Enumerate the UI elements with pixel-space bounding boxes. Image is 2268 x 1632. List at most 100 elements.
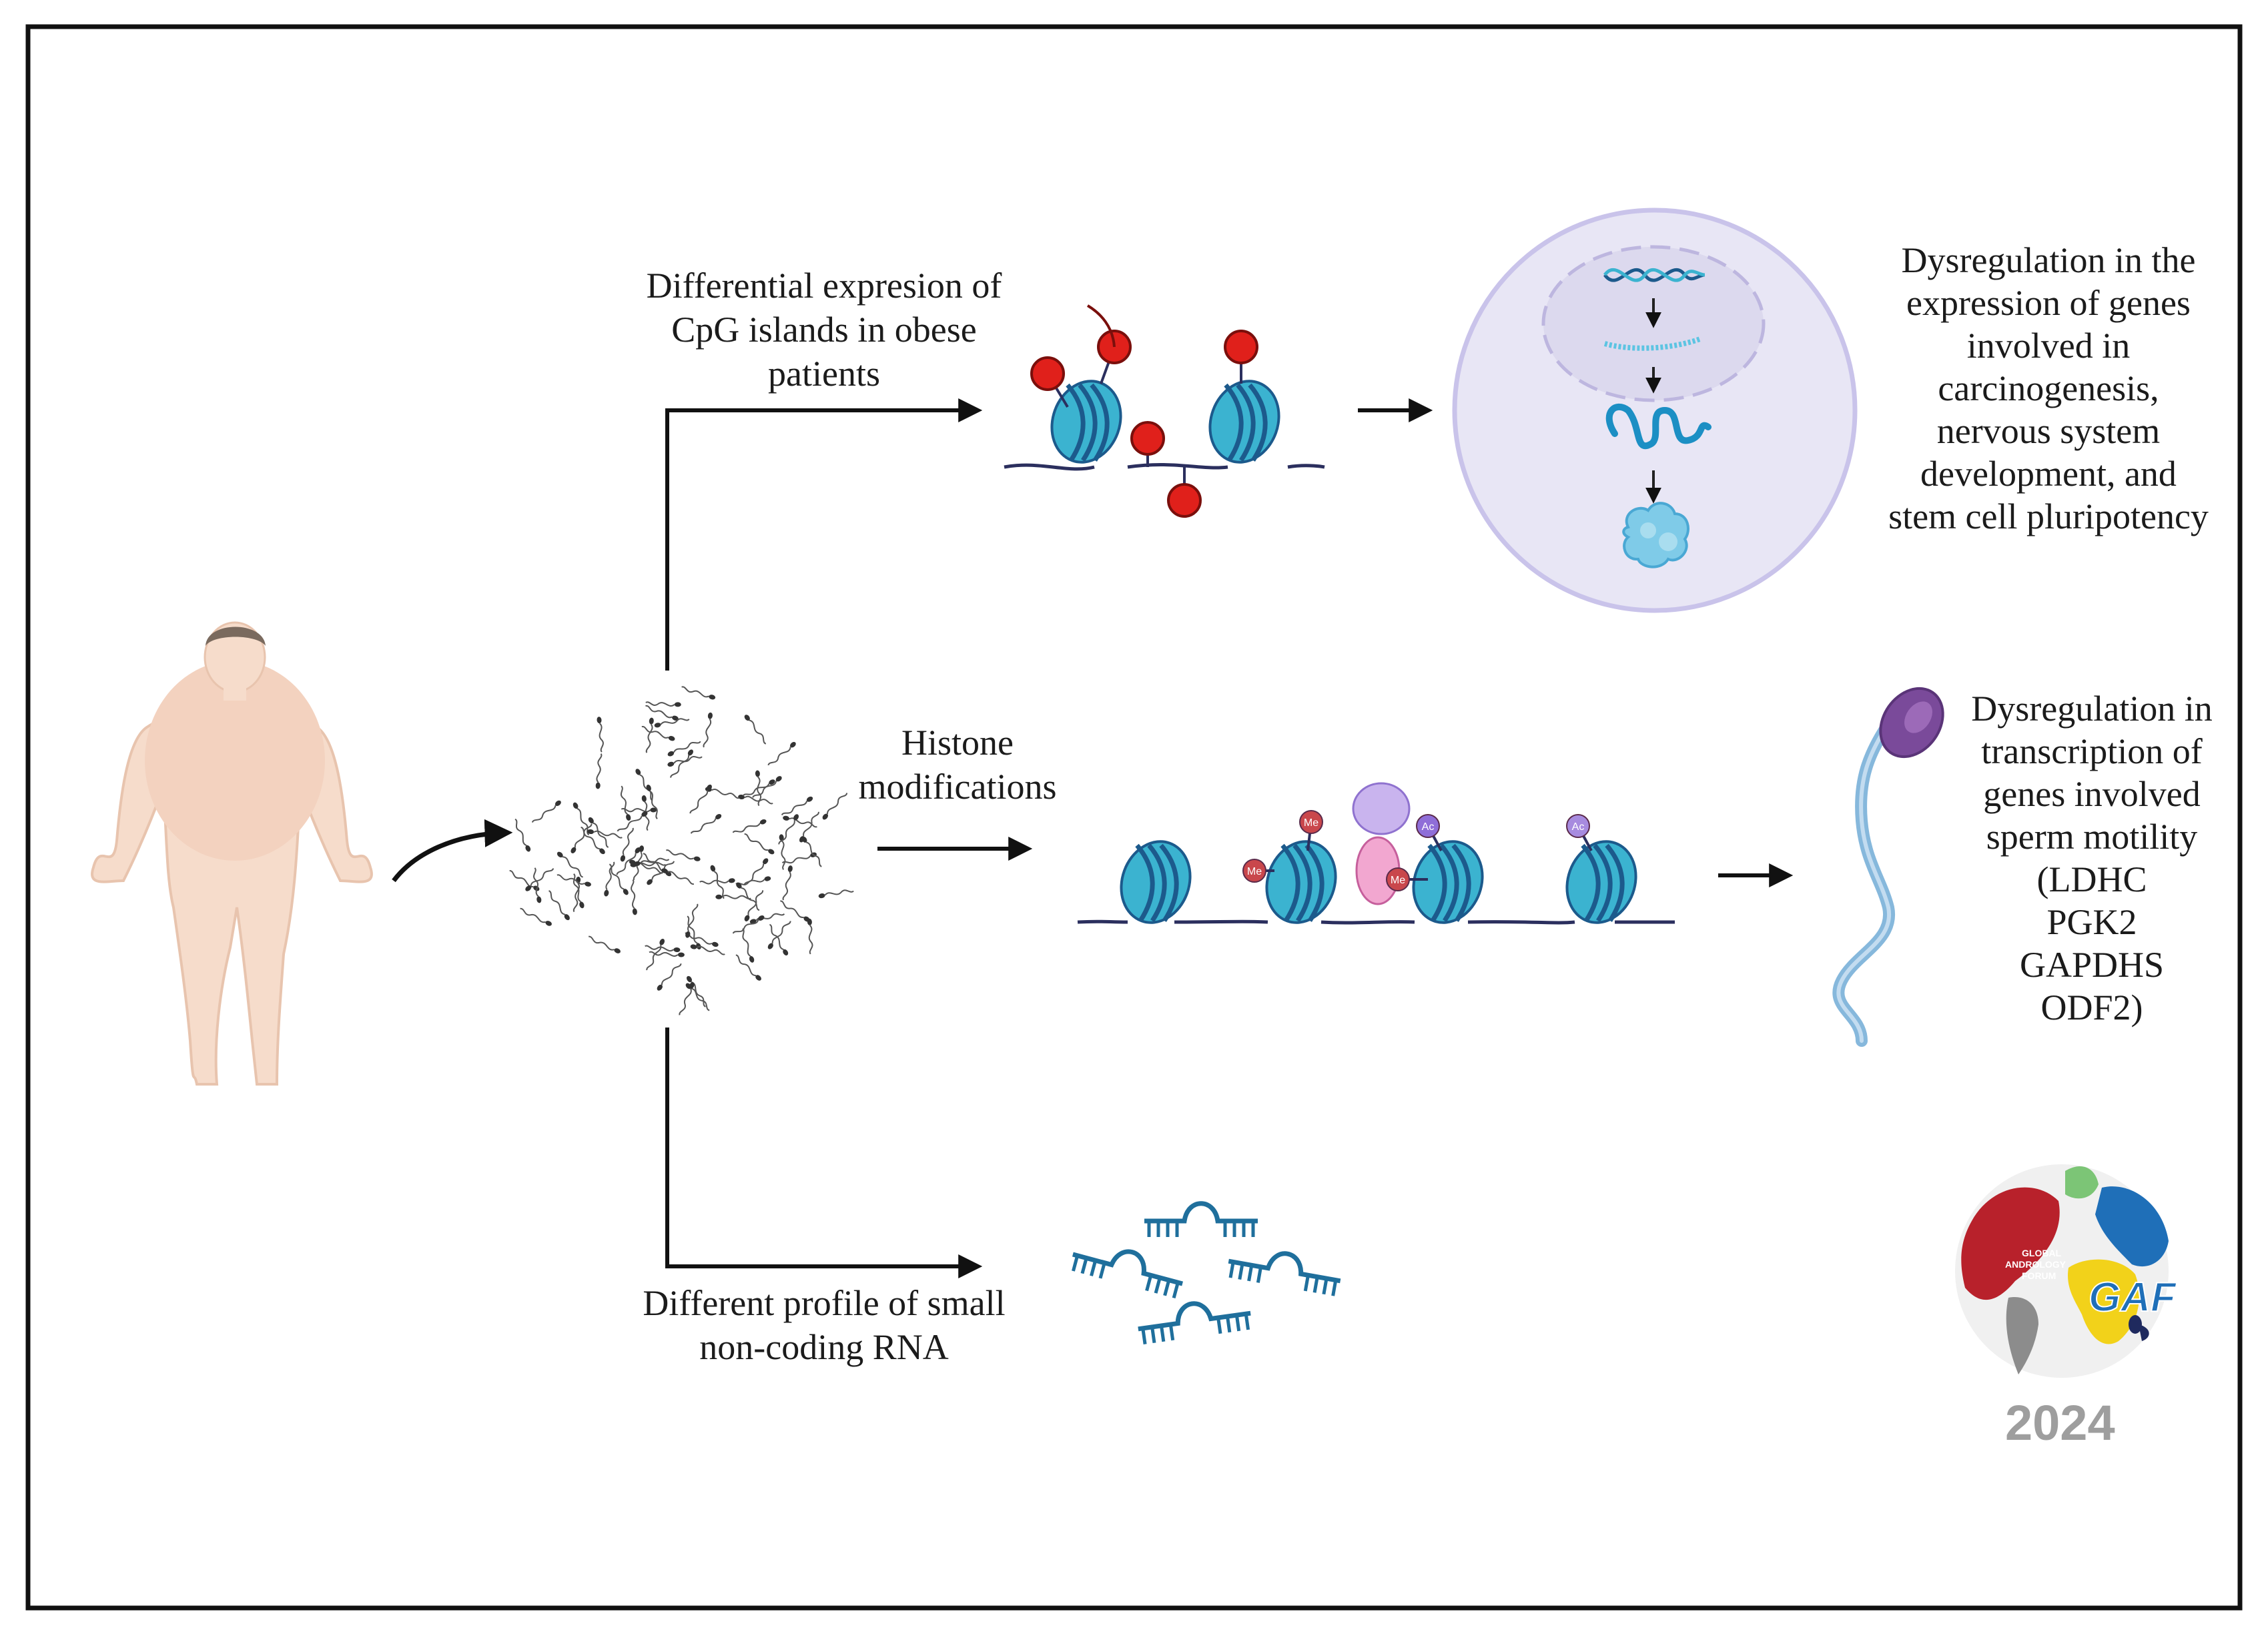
tiny-sperm-icon [818, 889, 854, 899]
tiny-sperm-icon [681, 686, 716, 700]
branch-connectors [665, 398, 983, 1278]
methyl-mark-icon: Me [1242, 859, 1274, 883]
tiny-sperm-icon [597, 717, 604, 753]
sperm-cell-icon [1832, 687, 1944, 1047]
tiny-sperm-icon [752, 776, 782, 798]
logo-text-global: GLOBAL [2022, 1248, 2062, 1258]
tiny-sperm-icon [755, 770, 762, 807]
tiny-sperm-icon [690, 813, 722, 834]
dna-helix-icon [1603, 268, 1706, 282]
tiny-sperm-icon [588, 935, 621, 953]
ncrna-hairpin-icon [1144, 1201, 1258, 1237]
histone-tail [1086, 304, 1116, 348]
acetyl-mark-icon: Ac [1566, 814, 1593, 851]
tiny-sperm-icon [690, 944, 725, 955]
svg-text:Me: Me [1391, 875, 1405, 886]
label-outcome-gene-expression: Dysregulation in the expression of genes… [1888, 240, 2209, 536]
tiny-sperm-icon [781, 796, 813, 816]
tiny-sperm-icon [645, 945, 681, 953]
sperm-sample-cluster [509, 686, 854, 1015]
tiny-sperm-icon [780, 900, 810, 922]
tiny-sperm-icon [666, 849, 701, 861]
figure-frame [25, 24, 2243, 1611]
svg-text:Me: Me [1247, 866, 1262, 877]
tiny-sperm-icon [735, 954, 761, 981]
tiny-sperm-icon [744, 833, 775, 855]
tiny-sperm-icon [782, 865, 793, 901]
tiny-sperm-icon [686, 975, 707, 1007]
nucleosomes-top [1050, 380, 1280, 464]
tiny-sperm-icon [646, 939, 665, 971]
svg-text:Ac: Ac [1422, 821, 1435, 833]
tiny-sperm-icon [620, 827, 634, 862]
label-small-ncrna: Different profile of small non-coding RN… [643, 1283, 1006, 1367]
methyl-group-icon [1030, 356, 1069, 408]
tiny-sperm-icon [749, 913, 785, 924]
tiny-sperm-icon [646, 785, 658, 819]
tiny-sperm-icon [573, 802, 590, 835]
protein-icon [1622, 502, 1689, 568]
label-outcome-sperm-motility: Dysregulation in transcription of genes … [1971, 689, 2213, 1028]
tiny-sperm-icon [685, 983, 710, 1011]
methyl-groups [1030, 304, 1258, 518]
tiny-sperm-icon [595, 753, 603, 789]
tiny-sperm-icon [767, 921, 791, 949]
ncrna-hairpin-icon [1138, 1301, 1251, 1344]
tiny-sperm-icon [670, 749, 693, 778]
tiny-sperm-icon [556, 851, 583, 878]
mrna-strand-icon [1603, 336, 1702, 351]
ncrna-hairpin-icon [1072, 1249, 1184, 1299]
tiny-sperm-icon [641, 726, 675, 741]
methyl-group-icon [1130, 421, 1165, 467]
obese-man-figure [91, 621, 373, 1086]
ncrna-hairpin-icon [1228, 1251, 1341, 1296]
tiny-sperm-icon [699, 878, 735, 885]
tiny-sperm-icon [556, 874, 591, 887]
tiny-sperm-icon [667, 756, 703, 767]
acetyl-mark-icon: Ac [1416, 814, 1443, 851]
nucleosomes-middle [1120, 840, 1637, 924]
tiny-sperm-icon [548, 890, 570, 921]
tiny-sperm-icon [649, 951, 685, 957]
tiny-sperm-icon [645, 705, 679, 721]
tiny-sperm-icon [661, 868, 695, 885]
tiny-sperm-icon [744, 715, 767, 745]
tiny-sperm-icon [801, 836, 822, 867]
nucleus-cell [1452, 208, 1858, 613]
tiny-sperm-icon [520, 907, 552, 926]
label-cpg-islands: Differential expresion of CpG islands in… [646, 266, 1002, 394]
tiny-sperm-icon [645, 717, 654, 753]
tiny-sperm-icon [732, 915, 765, 934]
tiny-sperm-icon [588, 817, 609, 848]
tiny-sperm-icon [743, 858, 769, 886]
tiny-sperm-icon [822, 793, 848, 820]
nucleosome-icon [1412, 840, 1484, 924]
tiny-sperm-icon [604, 861, 615, 897]
tiny-sperm-icon [732, 819, 767, 833]
tiny-sperm-icon [679, 982, 695, 1015]
nucleosome-icon [1208, 380, 1280, 464]
tiny-sperm-icon [715, 894, 751, 900]
nucleosome-icon [1120, 840, 1192, 924]
tiny-sperm-icon [736, 882, 760, 911]
tiny-sperm-icon [769, 923, 789, 956]
histone-chromatin [1077, 919, 1675, 925]
tiny-sperm-icon [621, 807, 657, 813]
tiny-sperm-icon [514, 818, 531, 852]
tiny-sperm-icon [703, 712, 713, 748]
tiny-sperm-icon [778, 814, 799, 845]
arrow-person-to-sample [392, 819, 513, 883]
svg-text:Ac: Ac [1572, 821, 1585, 833]
tiny-sperm-icon [581, 826, 605, 855]
tiny-sperm-icon [617, 811, 648, 832]
tiny-sperm-icon [710, 865, 725, 899]
methyl-group-icon [1224, 330, 1258, 384]
tiny-sperm-icon [685, 903, 699, 938]
tiny-sperm-icon [767, 741, 796, 766]
tiny-sperm-icon [641, 795, 650, 831]
nucleosome-icon [1565, 840, 1637, 924]
nucleosome-icon [1265, 840, 1337, 924]
